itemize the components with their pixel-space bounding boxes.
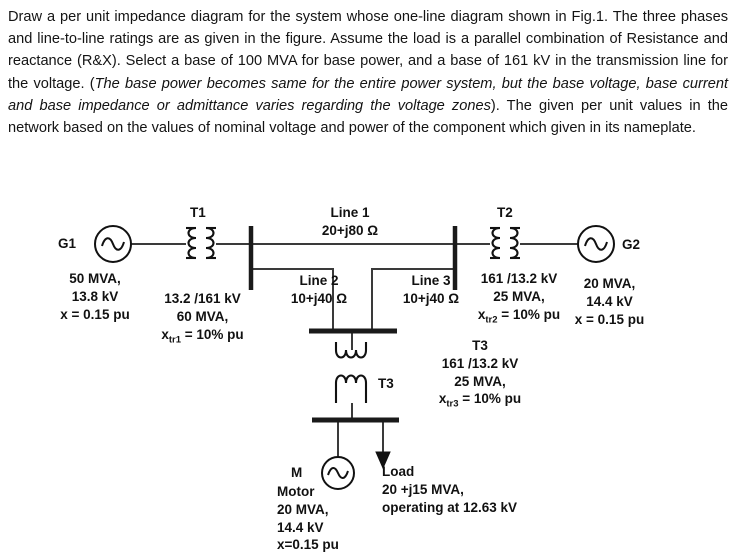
- transformer-t1-tag: T1: [190, 205, 206, 220]
- t3-reactance-value: = 10% pu: [458, 391, 522, 407]
- transformer-t2-tag: T2: [497, 205, 513, 220]
- t2-reactance: xtr2 = 10% pu: [458, 306, 580, 327]
- motor-name: Motor: [277, 484, 315, 499]
- t1-reactance: xtr1 = 10% pu: [140, 326, 265, 347]
- diagram-schematic-svg: [94, 225, 615, 490]
- transformer-t1-symbol: [186, 226, 216, 260]
- transformer-t3-symbol: [334, 342, 368, 403]
- t2-reactance-value: = 10% pu: [497, 306, 561, 322]
- t1-reactance-value: = 10% pu: [181, 326, 244, 342]
- t3-reactance-subscript: tr3: [446, 399, 459, 411]
- transformer-t1-specs: 13.2 /161 kV 60 MVA, xtr1 = 10% pu: [140, 290, 265, 347]
- load-arrow-icon: [375, 451, 391, 470]
- line-2-name: Line 2: [299, 273, 339, 288]
- generator-g2-tag: G2: [622, 237, 641, 252]
- t3-reactance: xtr3 = 10% pu: [410, 390, 550, 411]
- g1-rating: 50 MVA,: [69, 271, 121, 286]
- line-3-name: Line 3: [411, 273, 451, 288]
- problem-paragraph: Draw a per unit impedance diagram for th…: [8, 6, 728, 139]
- generator-g2-symbol: [577, 225, 615, 263]
- problem-text-part-3: ). The given per unit values in the netw…: [8, 97, 728, 136]
- generator-g1-specs: 50 MVA, 13.8 kV x = 0.15 pu: [40, 270, 150, 323]
- generator-g2-specs: 20 MVA, 14.4 kV x = 0.15 pu: [552, 275, 667, 328]
- motor-specs: Motor 20 MVA, 14.4 kV x=0.15 pu: [277, 483, 397, 554]
- line-3-labels: Line 3 10+j40 Ω: [376, 272, 486, 308]
- t3-reactance-symbol: x: [438, 391, 447, 407]
- motor-symbol: [321, 456, 355, 490]
- line-1-name: Line 1: [330, 205, 370, 220]
- transformer-t3-specs: T3 161 /13.2 kV 25 MVA, xtr3 = 10% pu: [410, 337, 550, 412]
- generator-g1-symbol: [94, 225, 132, 263]
- t3-block-tag: T3: [472, 338, 488, 353]
- transformer-t2-specs: 161 /13.2 kV 25 MVA, xtr2 = 10% pu: [458, 270, 580, 327]
- t1-reactance-subscript: tr1: [168, 334, 181, 346]
- line-2-impedance: 10+j40 Ω: [290, 290, 348, 306]
- wire-line3-path: [371, 268, 455, 331]
- t1-rating: 60 MVA,: [176, 308, 229, 324]
- line-3-impedance: 10+j40 Ω: [402, 290, 460, 306]
- t2-rating: 25 MVA,: [493, 288, 545, 304]
- load-specs: Load 20 +j15 MVA, operating at 12.63 kV: [382, 463, 572, 516]
- transformer-t3-tag: T3: [378, 376, 394, 391]
- t2-reactance-symbol: x: [477, 306, 486, 322]
- g2-rating: 20 MVA,: [583, 276, 636, 291]
- problem-text-part-1: Draw a per unit impedance diagram for th…: [8, 9, 728, 92]
- t1-reactance-symbol: x: [161, 326, 169, 342]
- g2-reactance: x = 0.15 pu: [574, 311, 645, 327]
- generator-g1-tag: G1: [58, 236, 77, 251]
- g1-voltage: 13.8 kV: [71, 288, 119, 304]
- problem-statement: Draw a per unit impedance diagram for th…: [8, 6, 728, 139]
- t3-voltage-ratio: 161 /13.2 kV: [441, 355, 519, 371]
- t1-voltage-ratio: 13.2 /161 kV: [164, 291, 241, 306]
- motor-tag: M: [291, 465, 303, 480]
- load-operating: operating at 12.63 kV: [382, 499, 518, 515]
- motor-voltage: 14.4 kV: [277, 519, 324, 535]
- motor-rating: 20 MVA,: [277, 501, 329, 517]
- one-line-diagram: G1 50 MVA, 13.8 kV x = 0.15 pu T1 13.2 /…: [0, 190, 736, 559]
- load-power: 20 +j15 MVA,: [382, 481, 464, 497]
- t2-voltage-ratio: 161 /13.2 kV: [480, 271, 558, 286]
- line-1-impedance: 20+j80 Ω: [321, 222, 379, 238]
- wire-line2-path: [251, 268, 334, 331]
- problem-text-part-2-italic: The base power becomes same for the enti…: [8, 75, 728, 114]
- load-name: Load: [382, 464, 415, 479]
- t3-rating: 25 MVA,: [454, 373, 506, 389]
- transformer-t2-symbol: [490, 226, 520, 260]
- line-1-labels: Line 1 20+j80 Ω: [290, 204, 410, 240]
- g1-reactance: x = 0.15 pu: [60, 306, 130, 322]
- g2-voltage: 14.4 kV: [586, 293, 633, 309]
- line-2-labels: Line 2 10+j40 Ω: [264, 272, 374, 308]
- motor-reactance: x=0.15 pu: [277, 537, 339, 553]
- t2-reactance-subscript: tr2: [485, 314, 498, 326]
